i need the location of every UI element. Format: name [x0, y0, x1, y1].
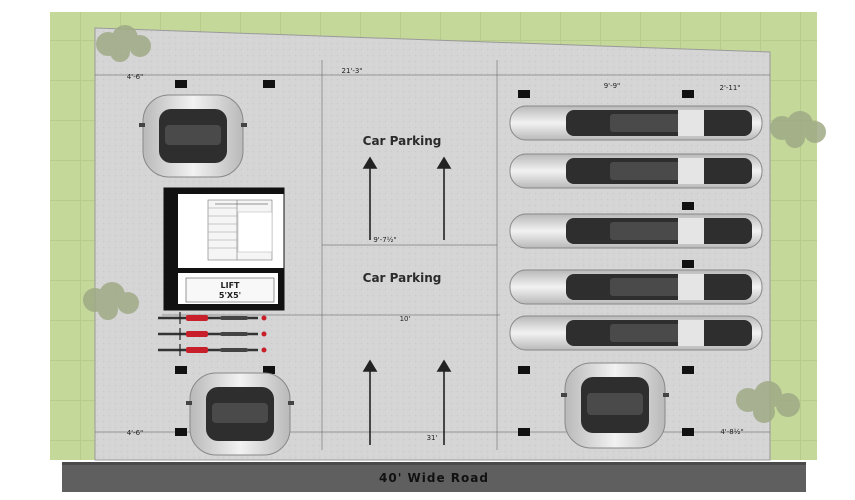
column: [263, 80, 275, 88]
car-top-left: [139, 94, 247, 178]
bike: [158, 344, 267, 356]
road-label: 40' Wide Road: [379, 471, 489, 485]
dim-bottom-center: 31': [427, 434, 438, 442]
car-right-3: [509, 213, 763, 249]
dim-bottom-left-setback: 4'-6": [127, 429, 144, 437]
car-parking-label-top: Car Parking: [363, 134, 442, 148]
stair-lift-core: LIFT 5'X5': [163, 187, 285, 311]
dim-top-width: 21'-3": [341, 67, 362, 75]
dim-drive-width: 10': [400, 315, 411, 323]
car-right-1: [509, 105, 763, 141]
up-arrow-icon: [436, 359, 452, 445]
dim-top-left-setback: 4'-6": [127, 73, 144, 81]
lift-box: [185, 277, 275, 303]
column: [682, 428, 694, 436]
lift-size: 5'X5': [219, 291, 241, 300]
up-arrow-icon: [362, 359, 378, 445]
dim-top-right-b: 2'-11": [719, 84, 740, 92]
bike: [158, 312, 267, 324]
column: [682, 90, 694, 98]
car-right-2: [509, 153, 763, 189]
column: [518, 90, 530, 98]
up-arrow-icon: [436, 156, 452, 240]
column: [518, 428, 530, 436]
tree-bottom-right: [736, 381, 800, 423]
column: [518, 366, 530, 374]
dim-top-right-a: 9'-9": [604, 82, 621, 90]
column: [682, 202, 694, 210]
tree-mid-left: [83, 282, 139, 320]
bike: [158, 328, 267, 340]
stair-treads: [207, 199, 273, 261]
column: [175, 428, 187, 436]
dim-bottom-right-setback: 4'-8½": [720, 428, 743, 436]
column: [682, 366, 694, 374]
column: [175, 80, 187, 88]
car-bottom-right: [561, 362, 669, 449]
car-right-4: [509, 269, 763, 305]
bike-parking: [158, 312, 267, 356]
car-parking-label-bottom: Car Parking: [363, 271, 442, 285]
dim-middle-drive: 9'-7½": [373, 236, 396, 244]
tree-top-left: [96, 25, 151, 62]
road: [62, 462, 806, 492]
column: [175, 366, 187, 374]
column: [263, 366, 275, 374]
up-arrow-icon: [362, 156, 378, 240]
column: [682, 260, 694, 268]
tree-top-right: [770, 111, 826, 148]
car-right-5: [509, 315, 763, 351]
drive-arrows: [362, 156, 452, 445]
car-bottom-left: [186, 372, 294, 456]
lift-title: LIFT: [221, 281, 241, 290]
